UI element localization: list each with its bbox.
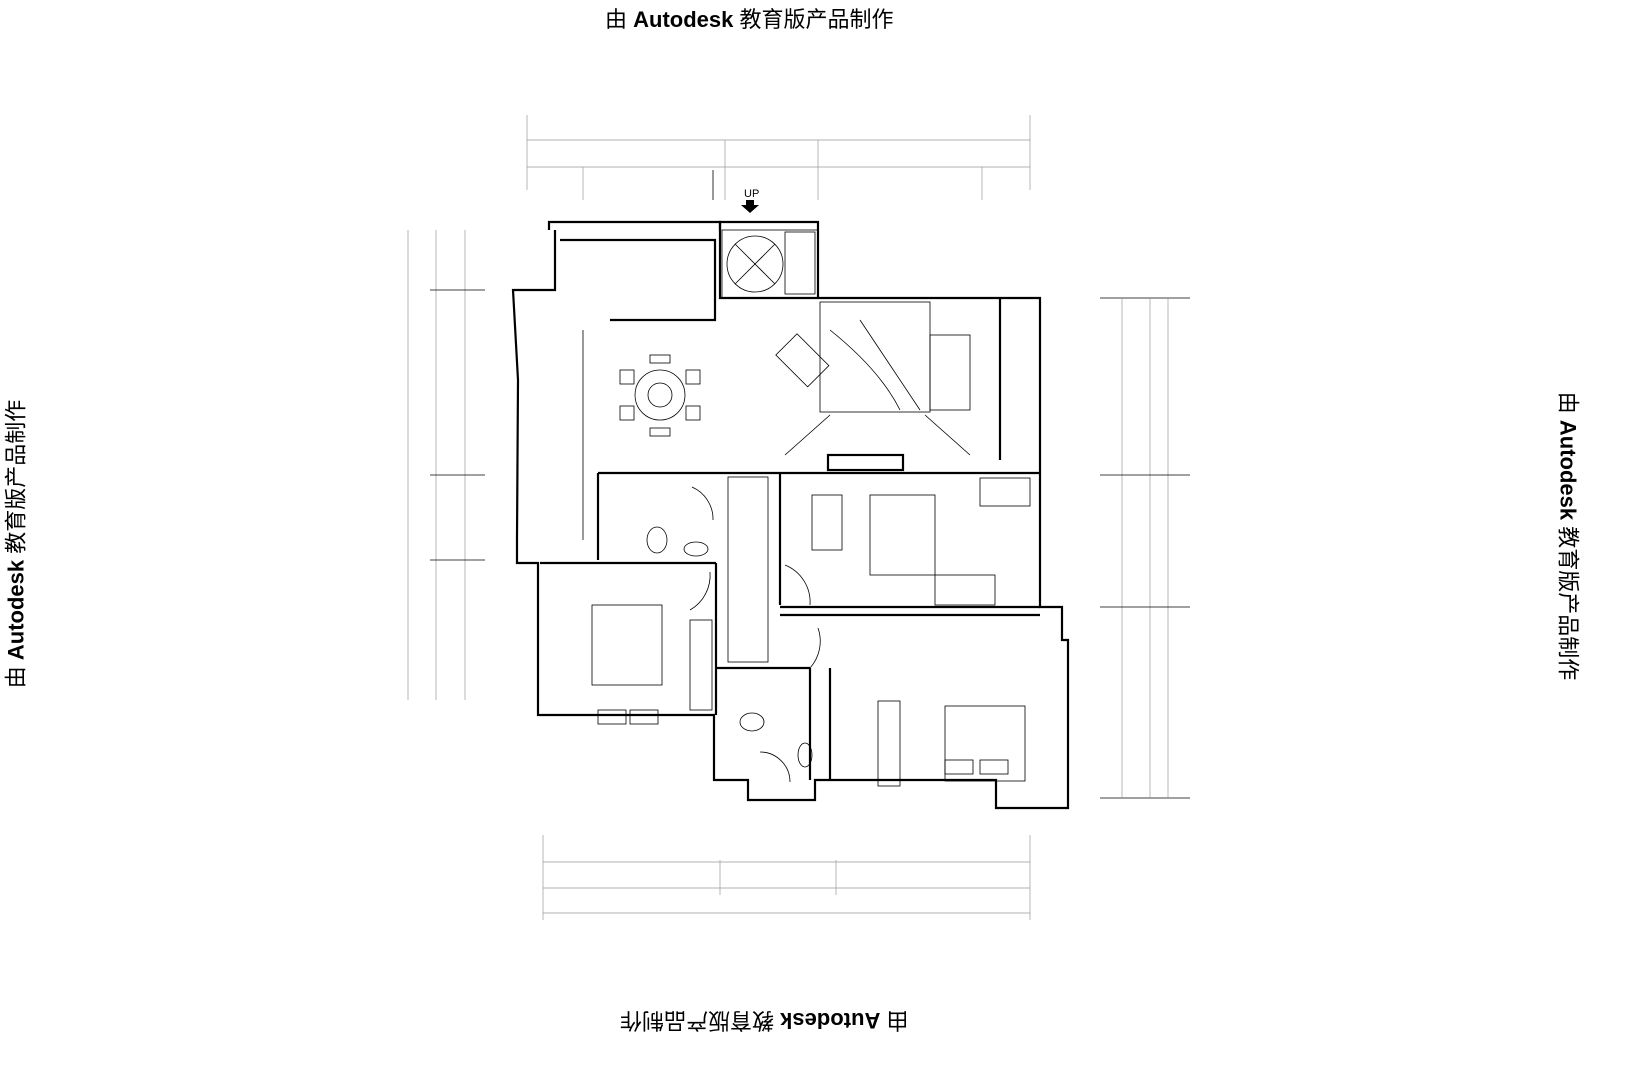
watermark-top: 由 Autodesk 教育版产品制作: [605, 7, 894, 32]
entry-label: UP: [744, 188, 759, 200]
dimension-bottom: [542, 835, 1031, 920]
bathroom: [646, 486, 714, 557]
walls: [511, 220, 1070, 810]
bathroom-2: [739, 712, 813, 783]
bedroom-2: [591, 571, 713, 725]
living-room-sofa: [775, 301, 971, 472]
dimension-top: [526, 115, 1031, 200]
dimension-left: [407, 230, 485, 700]
entry-arrow-icon: [741, 200, 759, 213]
master-bedroom: [784, 494, 996, 606]
dimension-right: [1100, 297, 1190, 799]
bedroom-3: [809, 627, 1026, 787]
dining-table: [619, 354, 701, 437]
